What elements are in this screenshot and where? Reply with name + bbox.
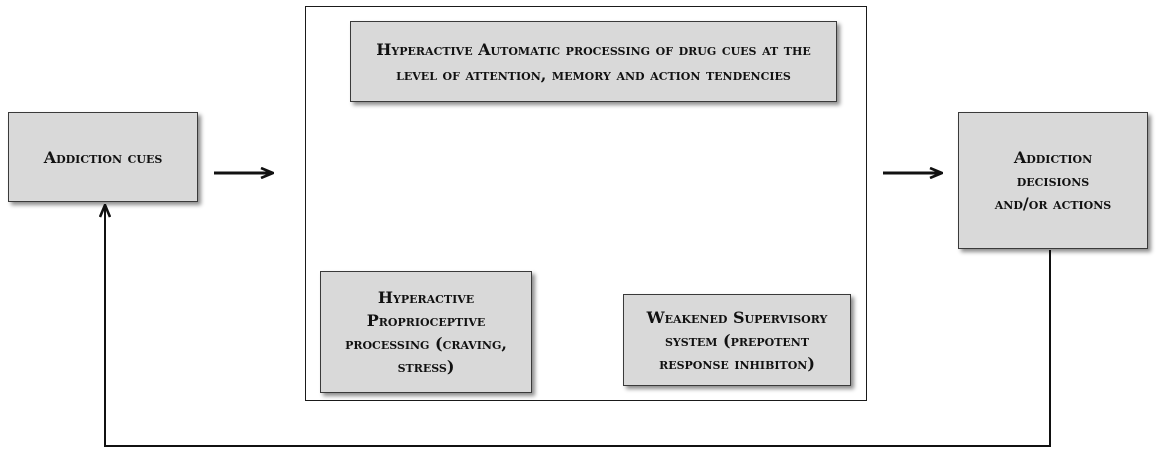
proprioceptive-processing-label: Hyperactive Proprioceptive processing (c…	[345, 288, 507, 376]
supervisory-system-node: Weakened Supervisory system (prepotent r…	[623, 294, 851, 386]
proprioceptive-processing-node: Hyperactive Proprioceptive processing (c…	[320, 271, 532, 393]
feedback-loop-arrow	[105, 206, 1051, 447]
addiction-cues-label: Addiction cues	[43, 147, 163, 167]
automatic-processing-label: Hyperactive Automatic processing of drug…	[376, 39, 811, 84]
supervisory-system-label: Weakened Supervisory system (prepotent r…	[646, 307, 828, 373]
automatic-processing-node: Hyperactive Automatic processing of drug…	[350, 21, 837, 102]
addiction-decisions-node: Addiction decisions and/or actions	[958, 112, 1148, 249]
addiction-cues-node: Addiction cues	[8, 112, 198, 202]
addiction-decisions-label: Addiction decisions and/or actions	[994, 148, 1112, 213]
